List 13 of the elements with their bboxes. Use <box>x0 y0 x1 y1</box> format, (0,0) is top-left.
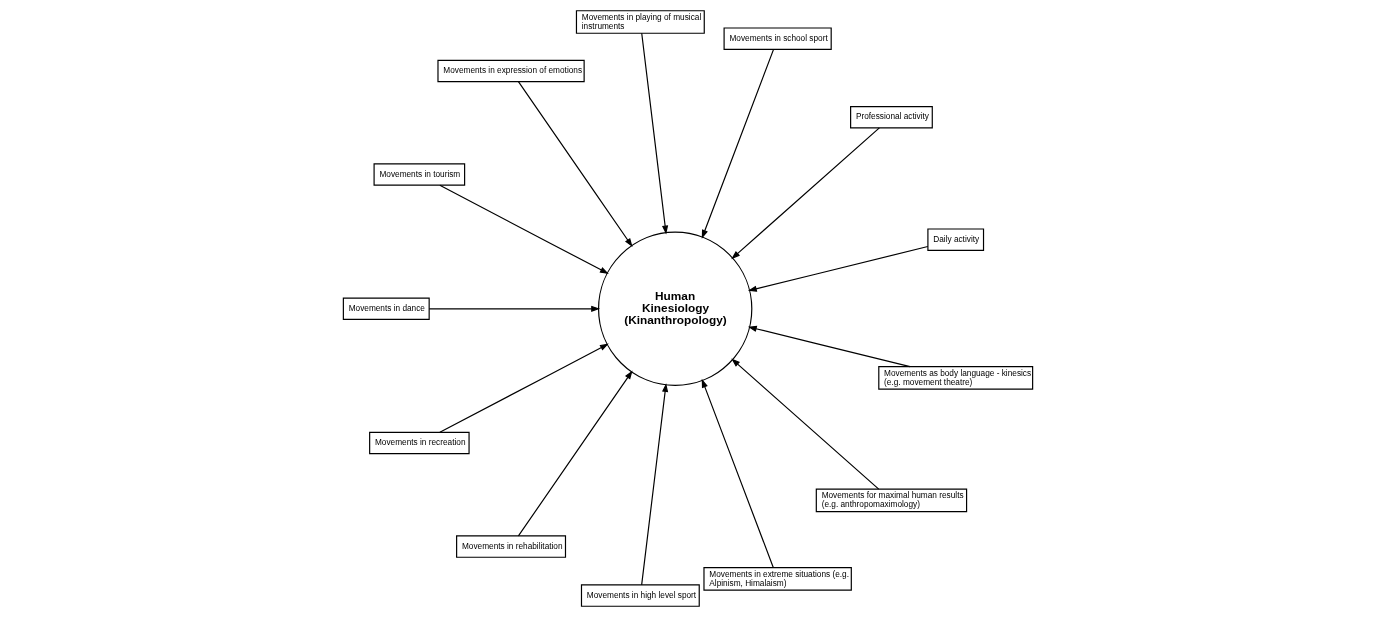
arrow <box>701 48 775 239</box>
arrow <box>641 383 669 586</box>
arrow <box>428 305 601 312</box>
arrow <box>439 343 609 433</box>
arrow <box>747 325 911 368</box>
arrow <box>517 370 633 537</box>
arrow <box>517 81 633 248</box>
arrow <box>731 127 880 260</box>
arrow <box>701 378 774 569</box>
arrow <box>747 245 929 292</box>
arrow <box>439 184 609 274</box>
arrow <box>731 358 880 490</box>
arrow <box>641 32 669 235</box>
